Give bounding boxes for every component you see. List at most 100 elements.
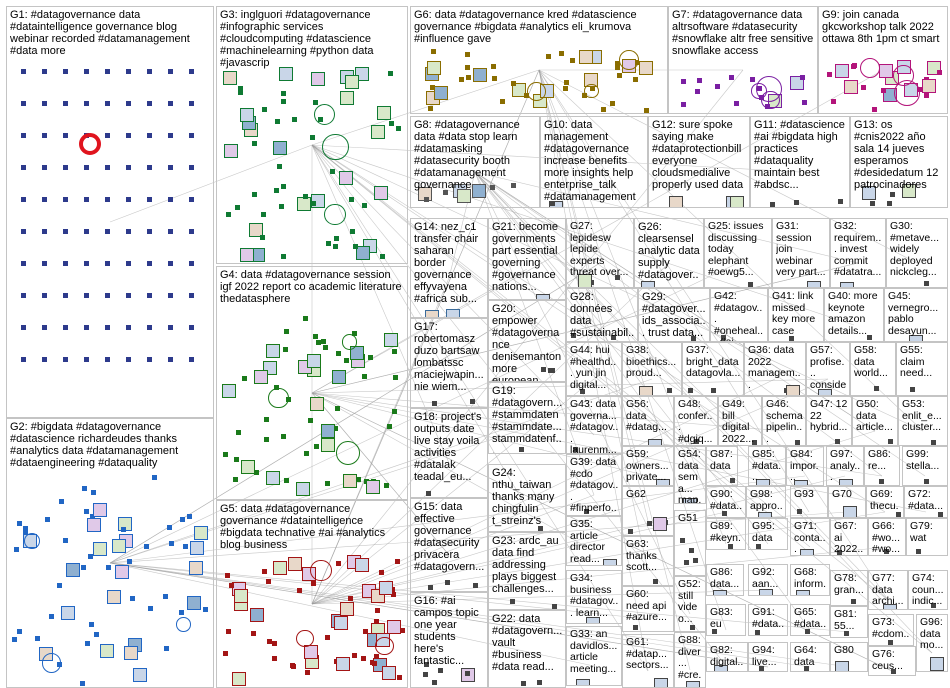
group-g37: G37: bright_data datagovla... bbox=[682, 342, 744, 396]
graph-node bbox=[639, 386, 653, 396]
group-g8: G8: #datagovernance data #data stop lear… bbox=[410, 116, 540, 208]
graph-node bbox=[325, 481, 330, 486]
graph-node bbox=[427, 61, 441, 75]
group-g81: G81: 55... bbox=[830, 606, 868, 638]
graph-node bbox=[827, 72, 832, 77]
group-label: G77: data archi... bbox=[872, 573, 905, 608]
graph-node bbox=[336, 351, 341, 356]
group-g24: G24: nthu_taiwan thanks many chingfulin … bbox=[488, 464, 566, 532]
graph-node bbox=[84, 261, 89, 266]
graph-node bbox=[84, 165, 89, 170]
graph-node bbox=[167, 525, 172, 530]
graph-node bbox=[362, 374, 367, 379]
graph-node bbox=[432, 680, 437, 685]
graph-node bbox=[392, 409, 397, 414]
graph-node bbox=[284, 329, 289, 334]
graph-node bbox=[332, 370, 346, 384]
graph-node bbox=[80, 681, 85, 686]
graph-node bbox=[179, 610, 184, 615]
graph-node bbox=[189, 69, 194, 74]
graph-node bbox=[281, 99, 286, 104]
graph-node bbox=[234, 589, 248, 603]
graph-node bbox=[380, 254, 385, 259]
graph-node bbox=[424, 197, 429, 202]
group-label: G18: project's outputs date live stay vo… bbox=[414, 411, 485, 483]
graph-node bbox=[236, 430, 241, 435]
graph-node bbox=[21, 293, 26, 298]
group-label: G15: data effective governance #datasecu… bbox=[414, 501, 485, 573]
graph-node bbox=[273, 561, 287, 575]
graph-node bbox=[397, 675, 402, 680]
group-g21: G21: become governments part essential g… bbox=[488, 218, 566, 300]
graph-node bbox=[916, 549, 921, 554]
graph-node bbox=[681, 102, 686, 107]
graph-node bbox=[283, 347, 288, 352]
graph-node bbox=[279, 204, 284, 209]
group-g80: G80 bbox=[830, 642, 868, 672]
group-g46: G46: schema pipelin... bbox=[762, 396, 806, 446]
graph-node bbox=[931, 440, 936, 445]
graph-node bbox=[84, 325, 89, 330]
graph-node bbox=[189, 561, 203, 575]
group-g67: G67: ai 2022... bbox=[830, 518, 868, 556]
group-g1: G1: #datagovernance data #dataintelligen… bbox=[6, 6, 214, 418]
graph-node bbox=[653, 579, 658, 584]
graph-node bbox=[63, 538, 68, 543]
group-g56: G56: data #datag... bbox=[622, 396, 674, 446]
group-label: G78: gran... bbox=[834, 573, 865, 596]
group-g63: G63: thanks scott... bbox=[622, 536, 674, 586]
graph-node bbox=[335, 406, 340, 411]
group-nodes bbox=[7, 7, 213, 417]
graph-node bbox=[168, 133, 173, 138]
graph-node bbox=[374, 619, 379, 624]
graph-node bbox=[84, 69, 89, 74]
graph-node bbox=[147, 69, 152, 74]
graph-node bbox=[303, 316, 308, 321]
group-label: G45: vernegro... pablo desayun... bbox=[888, 291, 945, 337]
graph-node bbox=[633, 77, 638, 82]
group-g5: G5: data #datagovernance governance #dat… bbox=[216, 500, 408, 688]
graph-node bbox=[66, 563, 80, 577]
graph-node bbox=[266, 344, 280, 358]
graph-node bbox=[874, 386, 879, 391]
graph-node bbox=[189, 357, 194, 362]
graph-node bbox=[835, 439, 840, 444]
group-label: G81: 55... bbox=[834, 609, 865, 632]
group-label: G86: data... bbox=[710, 567, 741, 590]
graph-node bbox=[57, 583, 62, 588]
graph-node bbox=[85, 641, 90, 646]
graph-node bbox=[17, 629, 22, 634]
group-g57: G57: profise... conside... bbox=[806, 342, 850, 396]
group-g18: G18: project's outputs date live stay vo… bbox=[410, 408, 488, 498]
graph-node bbox=[232, 672, 246, 686]
graph-node bbox=[579, 50, 593, 64]
group-label: G7: #datagovernance data altrsoftware #d… bbox=[672, 9, 815, 57]
group-label: G39: data #cdo #datagov... #finperfo... bbox=[570, 457, 619, 516]
graph-node bbox=[473, 68, 487, 82]
self-loop-ring bbox=[751, 83, 767, 99]
graph-node bbox=[844, 631, 849, 636]
graph-node bbox=[105, 165, 110, 170]
graph-node bbox=[147, 165, 152, 170]
graph-node bbox=[130, 596, 135, 601]
group-g16: G16: #ai campos topic one year students … bbox=[410, 592, 488, 688]
graph-node bbox=[124, 646, 138, 660]
graph-node bbox=[750, 77, 755, 82]
graph-node bbox=[339, 171, 353, 185]
graph-node bbox=[879, 64, 893, 78]
graph-node bbox=[226, 212, 231, 217]
graph-node bbox=[770, 202, 775, 207]
group-g64: G64: data bbox=[790, 642, 830, 672]
group-label: G67: ai 2022... bbox=[834, 521, 865, 556]
graph-node bbox=[275, 119, 280, 124]
group-label: G44: hui #healthd... yun jin digital... bbox=[570, 345, 619, 391]
graph-node bbox=[313, 334, 318, 339]
group-g83: G83: eu bbox=[706, 604, 746, 636]
graph-node bbox=[426, 491, 431, 496]
group-g58: G58: data world... bbox=[850, 342, 896, 396]
graph-node bbox=[42, 197, 47, 202]
graph-node bbox=[615, 65, 620, 70]
graph-node bbox=[21, 261, 26, 266]
group-label: G84: impor... bbox=[790, 449, 821, 484]
group-g90: G90: #data... bbox=[706, 486, 746, 518]
